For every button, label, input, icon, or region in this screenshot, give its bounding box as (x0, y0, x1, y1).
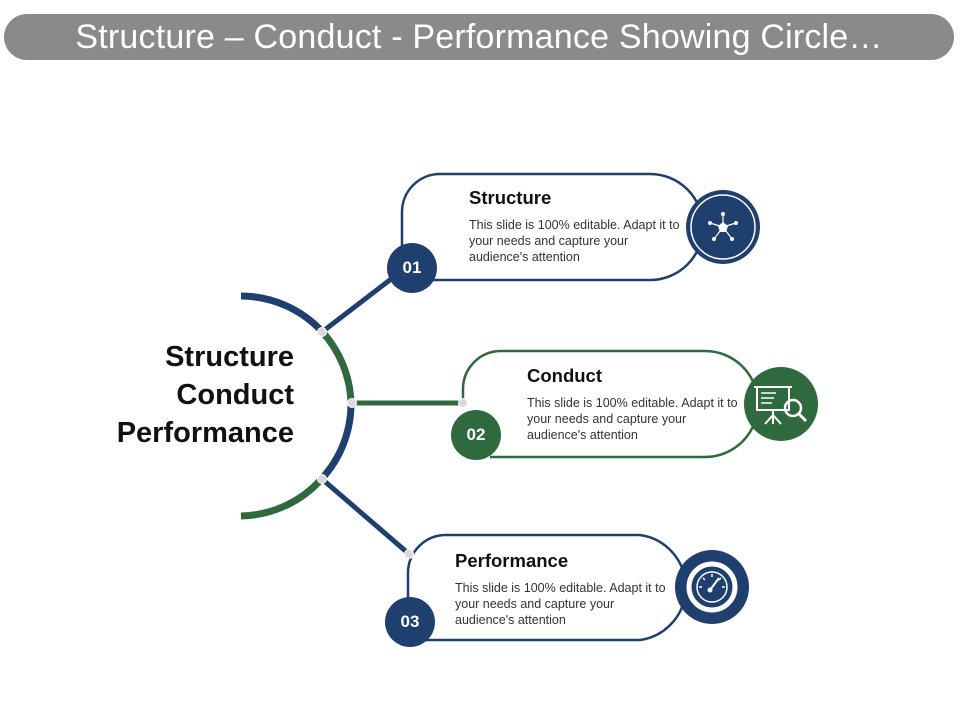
connector-dot (458, 398, 468, 408)
arc-segment-top (240, 292, 325, 334)
speedometer-icon (686, 561, 738, 613)
connector-line-01 (320, 274, 397, 334)
connector-dot (317, 327, 327, 337)
card-02: Conduct This slide is 100% editable. Ada… (527, 365, 747, 443)
slide-title: Structure – Conduct - Performance Showin… (75, 17, 883, 56)
card-01: Structure This slide is 100% editable. A… (469, 187, 689, 265)
network-pentagon-icon (690, 194, 756, 260)
center-label-line: Structure (165, 341, 294, 373)
card-03: Performance This slide is 100% editable.… (455, 550, 675, 628)
icon-circle-01 (686, 190, 760, 264)
arc-segment-lower-middle (318, 402, 355, 482)
number-badge-02: 02 (451, 410, 501, 460)
card-description: This slide is 100% editable. Adapt it to… (527, 396, 738, 442)
presentation-search-icon (754, 386, 808, 425)
icon-circle-03 (675, 550, 749, 624)
card-description: This slide is 100% editable. Adapt it to… (469, 218, 680, 264)
connector-dot (347, 398, 357, 408)
card-title: Structure (469, 187, 552, 208)
arc-segment-bottom (240, 476, 325, 520)
center-label: Structure Conduct Performance (60, 338, 294, 452)
arc-segment-upper-middle (318, 328, 355, 404)
connector-dot (317, 474, 327, 484)
card-description: This slide is 100% editable. Adapt it to… (455, 581, 666, 627)
center-label-line: Performance (116, 417, 294, 449)
title-bar: Structure – Conduct - Performance Showin… (4, 14, 954, 60)
icon-circle-02 (744, 367, 818, 441)
card-title: Conduct (527, 365, 603, 386)
number-badge-03: 03 (385, 597, 435, 647)
connector-line-03 (320, 477, 411, 556)
connector-dot (404, 549, 414, 559)
number-badge-label: 02 (466, 425, 486, 444)
number-badge-label: 03 (400, 612, 420, 631)
number-badge-01: 01 (387, 243, 437, 293)
center-label-line: Conduct (176, 379, 294, 411)
card-title: Performance (455, 550, 569, 571)
number-badge-label: 01 (402, 258, 422, 277)
